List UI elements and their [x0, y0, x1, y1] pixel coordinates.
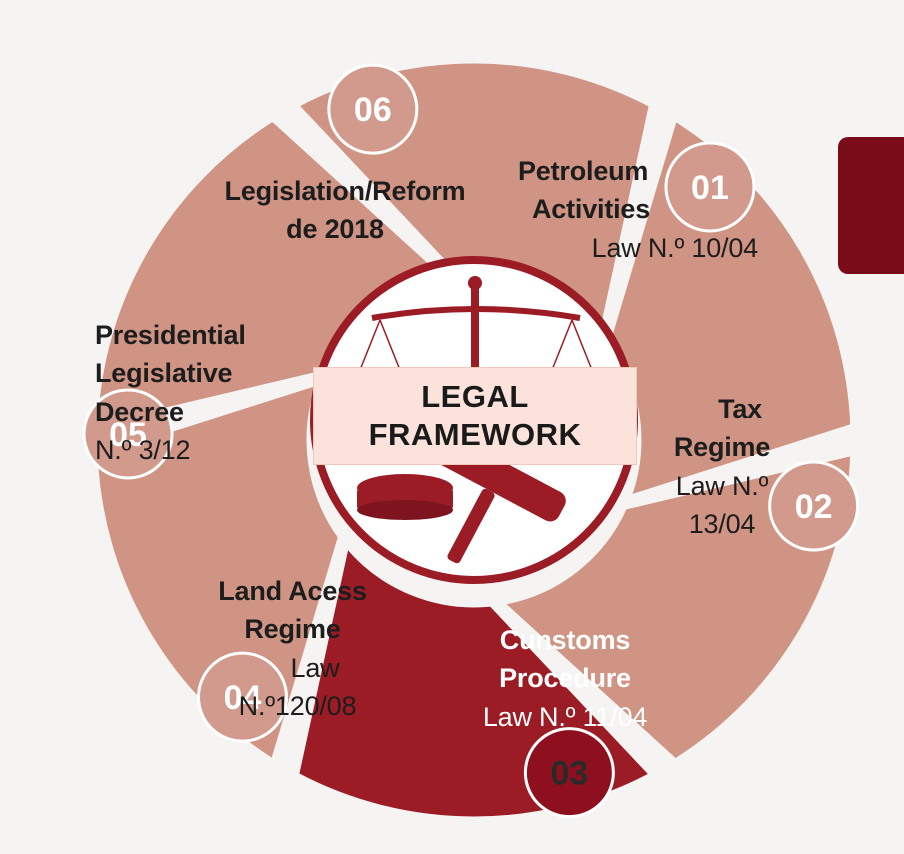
badge-04: 04 — [196, 651, 288, 743]
segment-02-law-line2: 13/04 — [688, 508, 756, 539]
badge-number: 03 — [550, 755, 588, 793]
segment-06-title: Legislation/Reform — [224, 176, 466, 206]
segment-02-text: Tax Regime Law N.º 13/04 — [662, 390, 782, 543]
badge-06: 06 — [327, 63, 419, 155]
segment-05-text: Presidential Legislative Decree N.º 3/12 — [95, 316, 295, 469]
segment-04-title-line2: Regime — [244, 614, 341, 645]
badge-circle — [523, 727, 615, 819]
badge-circle — [327, 63, 419, 155]
badge-03: 03 — [523, 727, 615, 819]
segment-05-title: Presidential — [95, 320, 246, 350]
segment-02-title-line2: Regime — [673, 432, 771, 463]
segment-04-law: Law — [290, 652, 340, 683]
segment-05-title-line3: Decree — [95, 396, 184, 427]
badge-circle — [664, 141, 756, 233]
badge-number: 05 — [109, 416, 147, 454]
segment-02 — [500, 452, 854, 762]
badge-circle — [82, 388, 174, 480]
side-accent-tab — [838, 137, 904, 274]
badge-circle — [768, 460, 860, 552]
segment-03-title-line2: Procedure — [499, 663, 631, 694]
segment-05-law: N.º 3/12 — [95, 434, 191, 465]
segment-06-text: Legislation/Reform de 2018 — [205, 172, 485, 249]
badge-02: 02 — [768, 460, 860, 552]
center-title-line2: FRAMEWORK — [368, 417, 582, 452]
badge-05: 05 — [82, 388, 174, 480]
segment-04-text: Land Acess Regime Law N.º120/08 — [200, 572, 385, 725]
badge-number: 02 — [795, 488, 833, 526]
badge-01: 01 — [664, 141, 756, 233]
segment-02-law: Law N.º — [675, 470, 769, 501]
segment-03-law: Law N.º 11/04 — [482, 701, 648, 732]
segment-02-title: Tax — [718, 394, 762, 424]
segment-01-law: Law N.º 10/04 — [591, 232, 759, 263]
segment-03-text: Cunstoms Procedure Law N.º 11/04 — [440, 621, 690, 736]
segment-04-title: Land Acess — [218, 576, 367, 606]
segment-05-title-line2: Legislative — [95, 358, 233, 389]
segment-01-title-line2: Activities — [532, 194, 651, 225]
center-title: LEGAL FRAMEWORK — [313, 367, 637, 465]
badge-number: 04 — [224, 679, 262, 717]
segment-04 — [94, 381, 342, 763]
segment-01-text: Petroleum Activities Law N.º 10/04 — [498, 152, 758, 267]
badge-number: 06 — [354, 91, 392, 129]
segment-03-title: Cunstoms — [499, 625, 631, 655]
center-title-line1: LEGAL — [421, 379, 529, 415]
badge-circle — [196, 651, 288, 743]
segment-04-law-line2: N.º120/08 — [238, 690, 357, 721]
segment-06-title-line2: de 2018 — [286, 214, 384, 245]
badge-number: 01 — [691, 169, 729, 207]
segment-01-title: Petroleum — [518, 156, 649, 186]
